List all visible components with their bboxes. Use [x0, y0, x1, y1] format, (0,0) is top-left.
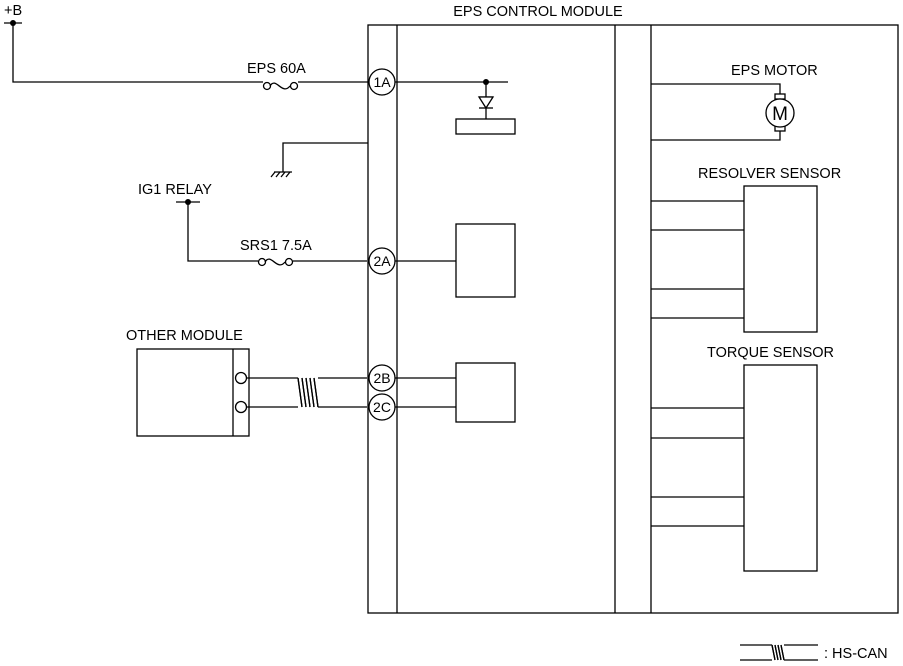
srs-fuse-label: SRS1 7.5A [240, 238, 312, 254]
pin-2b-label: 2B [373, 370, 390, 386]
ig1-relay-label: IG1 RELAY [138, 182, 212, 198]
resolver-sensor-box [651, 185, 818, 333]
legend-hs-can-symbol [740, 644, 818, 661]
ig1-relay-terminal [176, 199, 258, 262]
ground-symbol [270, 142, 368, 178]
eps-motor-symbol [651, 83, 795, 141]
eps-control-module-frame [367, 24, 899, 614]
internal-block-can [395, 362, 516, 423]
pin-1a-label: 1A [373, 74, 391, 90]
other-module-label: OTHER MODULE [126, 328, 243, 344]
internal-block-power [395, 223, 516, 298]
torque-sensor-box [651, 364, 818, 572]
other-module-box [136, 348, 250, 437]
motor-symbol-letter: M [772, 104, 788, 125]
module-title: EPS CONTROL MODULE [453, 4, 623, 20]
diode-circuit [395, 79, 516, 135]
pin-2a-label: 2A [373, 253, 391, 269]
eps-fuse-symbol [262, 81, 369, 91]
pin-2c-label: 2C [373, 399, 391, 415]
plus-b-terminal [4, 20, 263, 83]
legend-hs-can-label: : HS-CAN [824, 646, 888, 662]
hs-can-twisted-pair [246, 377, 367, 408]
plus-b-label: +B [4, 3, 22, 19]
torque-sensor-label: TORQUE SENSOR [707, 345, 834, 361]
srs-fuse-symbol [257, 257, 367, 267]
resolver-sensor-label: RESOLVER SENSOR [698, 166, 841, 182]
eps-motor-label: EPS MOTOR [731, 63, 818, 79]
eps-fuse-label: EPS 60A [247, 61, 306, 77]
